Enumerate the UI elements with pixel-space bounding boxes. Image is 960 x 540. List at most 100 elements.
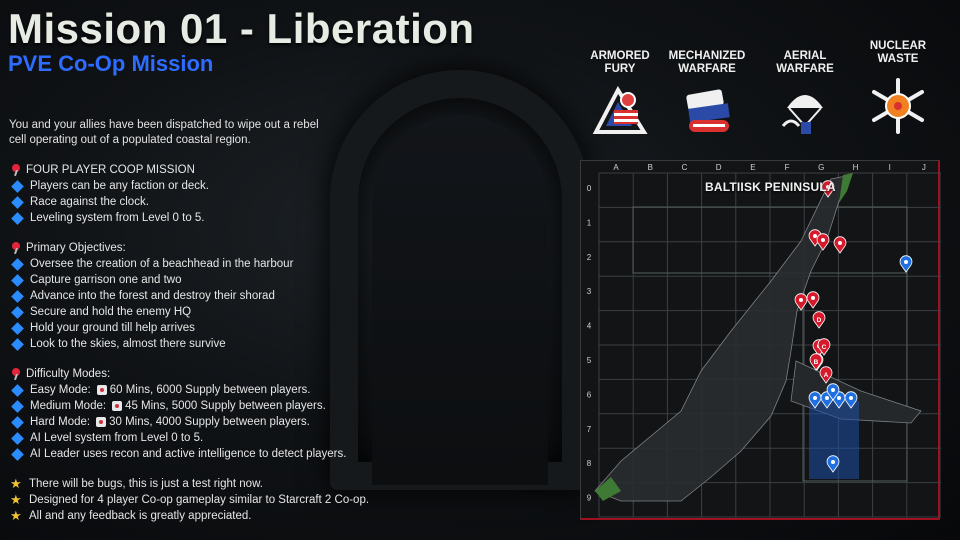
grid-row-label: 6 <box>587 390 592 399</box>
objective-letter: D <box>817 317 822 324</box>
mode-detail: 30 Mins, 4000 Supply between players. <box>109 416 310 428</box>
list-item-text: AI Leader uses recon and active intellig… <box>30 448 347 460</box>
diamond-bullet-icon <box>11 431 24 445</box>
objective-marker: B <box>809 353 823 371</box>
enemy-unit-marker <box>808 229 822 247</box>
portal-interior <box>372 115 548 485</box>
list-item-text: Race against the clock. <box>30 196 149 208</box>
list-item: Race against the clock. <box>10 194 209 210</box>
deck-label-line2: WARFARE <box>776 63 834 75</box>
list-item: Players can be any faction or deck. <box>10 178 209 194</box>
grid-column-label: D <box>716 163 722 172</box>
nuclear-waste-icon <box>872 78 924 134</box>
list-item-text: Look to the skies, almost there survive <box>30 338 226 350</box>
list-item-text: Hold your ground till help arrives <box>30 322 195 334</box>
grid-column-label: B <box>648 163 653 172</box>
deck-label-line2: WASTE <box>877 53 919 65</box>
list-item: Advance into the forest and destroy thei… <box>10 288 293 304</box>
grid-row-label: 3 <box>587 287 592 296</box>
list-item: Look to the skies, almost there survive <box>10 336 293 352</box>
note-text: There will be bugs, this is just a test … <box>29 478 263 490</box>
star-icon: ★ <box>10 476 22 491</box>
diamond-bullet-icon <box>11 383 24 397</box>
pushpin-icon <box>10 242 22 254</box>
list-item: Hold your ground till help arrives <box>10 320 293 336</box>
grid-row-label: 2 <box>587 253 592 262</box>
mode-label: Easy Mode: <box>30 384 91 396</box>
enemy-unit-marker <box>794 293 808 311</box>
grid-column-label: A <box>613 163 619 172</box>
note-item: ★All and any feedback is greatly appreci… <box>10 508 369 524</box>
ally-unit-marker <box>826 455 840 473</box>
grid-row-label: 8 <box>587 459 592 468</box>
diamond-bullet-icon <box>11 321 24 335</box>
grid-column-label: I <box>889 163 891 172</box>
grid-row-label: 0 <box>587 184 592 193</box>
grid-row-label: 7 <box>587 425 592 434</box>
pushpin-icon <box>10 164 22 176</box>
enemy-unit-marker <box>816 233 830 251</box>
deck-label-line2: WARFARE <box>678 63 736 75</box>
difficulty-medium: Medium Mode: 45 Mins, 5000 Supply between… <box>10 398 346 414</box>
list-item: AI Leader uses recon and active intellig… <box>10 446 346 462</box>
section-difficulty: Difficulty Modes: Easy Mode:60 Mins, 600… <box>10 366 346 462</box>
grid-column-label: F <box>785 163 790 172</box>
pushpin-icon <box>10 368 22 380</box>
enemy-unit-marker <box>833 236 847 254</box>
objective-marker: C <box>817 338 831 356</box>
list-item: AI Level system from Level 0 to 5. <box>10 430 346 446</box>
ally-unit-marker <box>899 255 913 273</box>
diamond-bullet-icon <box>11 415 24 429</box>
enemy-unit-marker <box>806 291 820 309</box>
grid-row-label: 4 <box>587 322 592 331</box>
objective-marker: A <box>819 366 833 384</box>
section-heading: Difficulty Modes: <box>10 366 346 382</box>
map-markers: D CBA <box>794 180 913 473</box>
diamond-bullet-icon <box>11 337 24 351</box>
supply-crate-icon <box>96 385 107 395</box>
aerial-warfare-icon <box>781 95 823 134</box>
deck-label-line1: MECHANIZED <box>668 50 746 62</box>
list-item-text: Players can be any faction or deck. <box>30 180 209 192</box>
map-terrain <box>594 173 922 502</box>
section-heading-text: Primary Objectives: <box>26 242 126 254</box>
section-coop: FOUR PLAYER COOP MISSION Players can be … <box>10 162 209 226</box>
grid-column-label: H <box>853 163 859 172</box>
note-text: Designed for 4 player Co-op gameplay sim… <box>29 494 370 506</box>
grid-row-label: 9 <box>587 494 592 503</box>
diamond-bullet-icon <box>11 447 24 461</box>
mode-label: Medium Mode: <box>30 400 107 412</box>
section-heading-text: Difficulty Modes: <box>26 368 111 380</box>
grid-column-label: G <box>818 163 824 172</box>
section-heading-text: FOUR PLAYER COOP MISSION <box>26 164 195 176</box>
diamond-bullet-icon <box>11 211 24 225</box>
section-heading: Primary Objectives: <box>10 240 293 256</box>
list-item-text: Advance into the forest and destroy thei… <box>30 290 275 302</box>
diamond-bullet-icon <box>11 273 24 287</box>
mode-detail: 45 Mins, 5000 Supply between players. <box>125 400 326 412</box>
difficulty-easy: Easy Mode:60 Mins, 6000 Supply between p… <box>10 382 346 398</box>
list-item-text: Leveling system from Level 0 to 5. <box>30 212 205 224</box>
grid-column-label: E <box>750 163 755 172</box>
mechanized-warfare-icon <box>686 89 730 132</box>
armored-fury-icon <box>592 86 648 134</box>
list-item-text: Secure and hold the enemy HQ <box>30 306 192 318</box>
notes: ★ There will be bugs, this is just a test… <box>10 476 369 524</box>
ally-unit-marker <box>844 391 858 409</box>
diamond-bullet-icon <box>11 195 24 209</box>
section-objectives: Primary Objectives: Oversee the creation… <box>10 240 293 352</box>
mission-intro: You and your allies have been dispatched… <box>9 119 319 146</box>
deck-label-line1: ARMORED <box>590 50 650 62</box>
mission-subtitle: PVE Co-Op Mission <box>8 51 214 76</box>
